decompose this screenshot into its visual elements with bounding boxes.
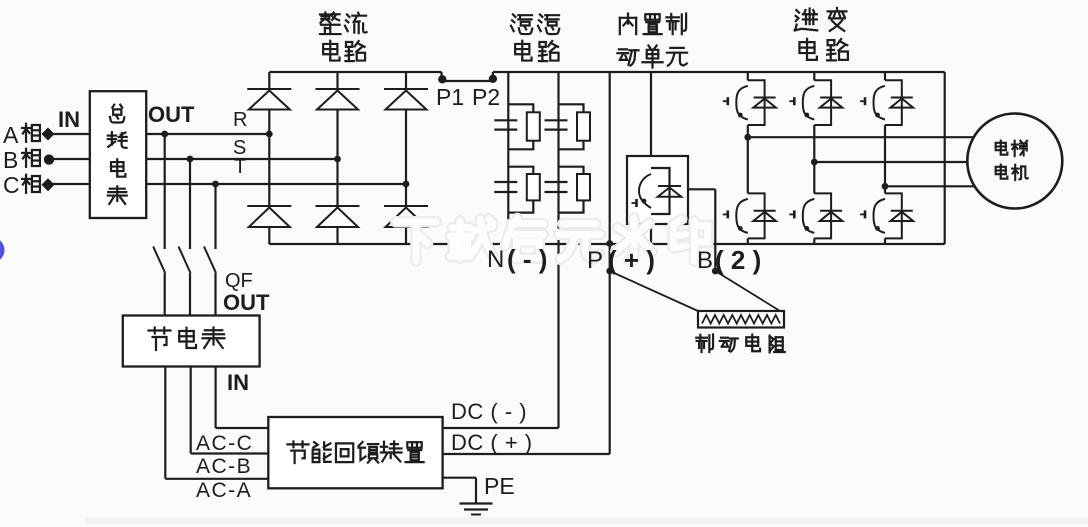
svg-text:T: T xyxy=(234,156,246,178)
svg-text:( - ): ( - ) xyxy=(507,244,547,274)
svg-text:N: N xyxy=(487,246,504,273)
svg-text:OUT: OUT xyxy=(223,290,270,315)
svg-text:B: B xyxy=(3,147,18,173)
svg-text:P1: P1 xyxy=(436,84,464,110)
svg-text:R: R xyxy=(233,109,247,131)
svg-text:C: C xyxy=(3,172,20,198)
svg-text:DC ( - ): DC ( - ) xyxy=(451,399,527,424)
svg-text:AC-B: AC-B xyxy=(196,455,252,478)
svg-text:AC-C: AC-C xyxy=(196,432,253,455)
svg-text:AC-A: AC-A xyxy=(196,479,252,502)
svg-text:IN: IN xyxy=(58,107,80,132)
svg-text:OUT: OUT xyxy=(148,102,195,127)
svg-text:PE: PE xyxy=(484,473,515,499)
svg-text:IN: IN xyxy=(227,370,249,395)
svg-text:P: P xyxy=(587,247,603,274)
svg-text:A: A xyxy=(3,122,19,148)
svg-text:P2: P2 xyxy=(472,84,500,110)
svg-text:QF: QF xyxy=(225,270,253,292)
svg-text:( 2 ): ( 2 ) xyxy=(715,245,761,275)
svg-text:( + ): ( + ) xyxy=(608,245,655,275)
svg-text:DC ( + ): DC ( + ) xyxy=(451,430,533,455)
svg-text:S: S xyxy=(233,137,246,159)
svg-text:B: B xyxy=(697,247,713,274)
